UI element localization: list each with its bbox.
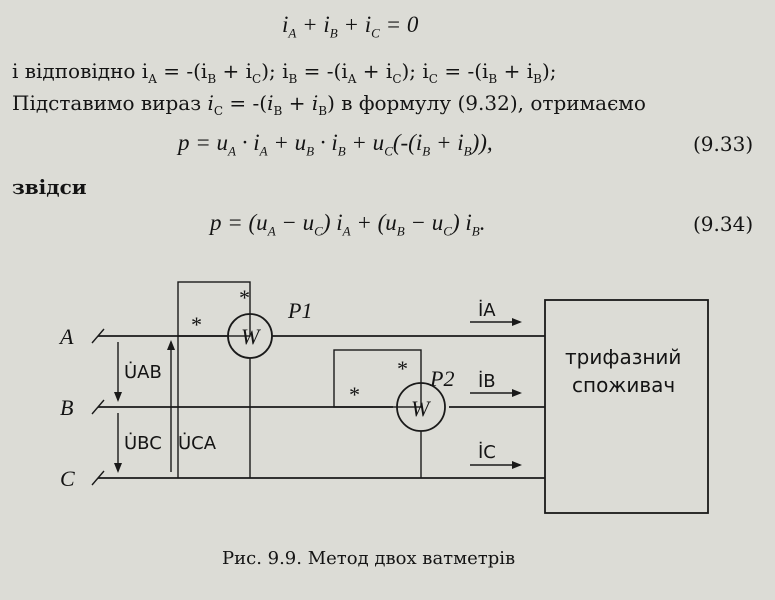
star-p1-voltage: *: [238, 285, 249, 310]
wattmeter-1-voltage-loop: [177, 281, 251, 337]
hence-label: звідси: [12, 175, 87, 199]
current-ia-label: İA: [478, 300, 496, 321]
voltage-ubc-label: U̇BC: [124, 433, 162, 454]
equation-number-9-33: (9.33): [693, 132, 754, 156]
node-b-label: B: [60, 395, 73, 420]
star-p2-voltage: *: [396, 356, 407, 381]
consumer-label-line2: споживач: [572, 373, 675, 397]
terminal-a: [91, 328, 105, 344]
equation-9-33: p = uA · iA + uB · iB + uC(-(iB + iB)),: [178, 130, 493, 159]
voltage-uab-label: U̇AB: [124, 362, 162, 383]
node-a-label: A: [58, 324, 74, 349]
equation-number-9-34: (9.34): [693, 212, 754, 236]
figure-caption: Рис. 9.9. Метод двох ватметрів: [222, 548, 516, 569]
voltage-uca-label: U̇CA: [178, 433, 217, 454]
node-c-label: C: [60, 466, 75, 491]
star-p2-current: *: [348, 382, 359, 407]
equation-9-34: p = (uA − uC) iA + (uB − uC) iB.: [210, 210, 486, 239]
consumer-box: [544, 299, 709, 514]
p2-label: P2: [429, 366, 454, 391]
wattmeter-2-voltage-loop: [333, 349, 422, 408]
wattmeter-1-symbol: W: [241, 324, 261, 349]
relations-line: і відповідно iA = -(iB + iC); iB = -(iA …: [12, 59, 557, 86]
star-p1-current: *: [190, 312, 201, 337]
terminal-b: [91, 399, 105, 415]
consumer-label-line1: трифазний: [565, 345, 681, 369]
terminal-c: [91, 470, 105, 486]
p1-label: P1: [287, 298, 312, 323]
wattmeter-2-symbol: W: [411, 396, 431, 421]
equation-current-sum: iA + iB + iC = 0: [282, 12, 419, 41]
current-ib-label: İB: [478, 371, 496, 392]
current-ic-label: İC: [478, 442, 496, 463]
substitute-line: Підставимо вираз iC = -(iB + iB) в форму…: [12, 91, 646, 118]
